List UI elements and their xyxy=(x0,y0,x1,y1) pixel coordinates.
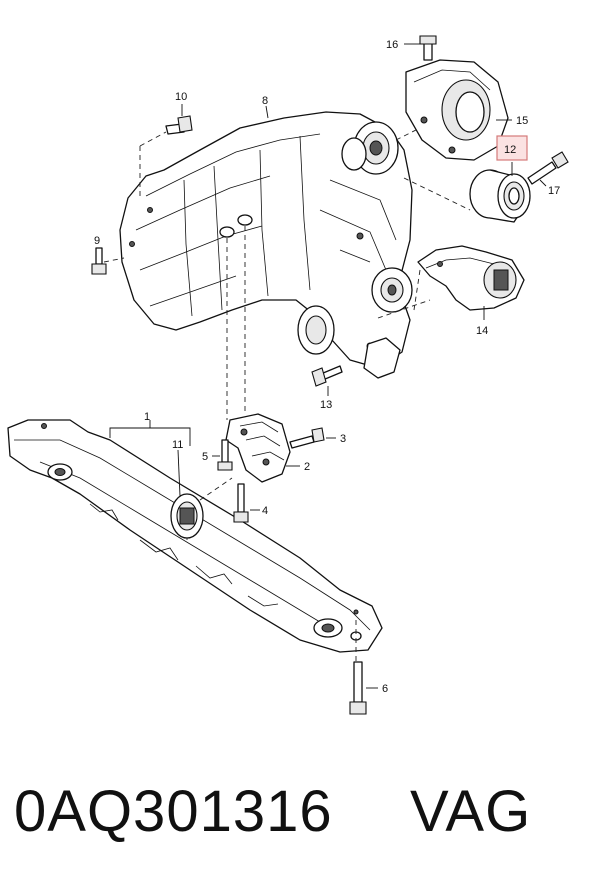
bolt-16 xyxy=(419,35,437,61)
front-cover xyxy=(404,35,512,161)
callout-10: 10 xyxy=(175,91,187,103)
bolt-3 xyxy=(289,427,336,449)
callout-15: 15 xyxy=(516,115,528,127)
callout-12: 12 xyxy=(504,144,516,156)
exploded-parts-diagram: 1 2 3 4 5 6 8 9 10 11 12 13 14 15 16 17 xyxy=(7,35,569,715)
bolt-17 xyxy=(527,151,569,187)
transfer-case xyxy=(119,105,413,379)
rear-mount-bracket xyxy=(417,245,525,320)
bolt-9 xyxy=(91,247,107,275)
part-number: 0AQ301316 xyxy=(14,779,333,844)
callout-1: 1 xyxy=(144,411,150,423)
bolt-5 xyxy=(212,439,233,471)
callout-13: 13 xyxy=(320,399,332,411)
callout-9: 9 xyxy=(94,235,100,247)
crossmember xyxy=(7,419,383,653)
callout-11: 11 xyxy=(172,439,183,451)
callout-2: 2 xyxy=(304,461,310,473)
callout-8: 8 xyxy=(262,95,268,107)
callout-17: 17 xyxy=(548,185,560,197)
mount-bracket xyxy=(225,413,300,483)
callout-6: 6 xyxy=(382,683,388,695)
highlight-box xyxy=(496,135,528,161)
callout-16: 16 xyxy=(386,39,398,51)
brand-name: VAG xyxy=(410,779,532,844)
callout-5: 5 xyxy=(202,451,208,463)
caption-bar: 0AQ301316 VAG xyxy=(0,762,600,862)
callout-labels: 1 2 3 4 5 6 8 9 10 11 12 13 14 15 16 17 xyxy=(94,39,560,695)
bolt-10 xyxy=(165,104,193,135)
bolt-13 xyxy=(311,365,343,396)
callout-3: 3 xyxy=(340,433,346,445)
bolt-4 xyxy=(233,483,260,523)
assembly-guide-lines xyxy=(103,127,471,662)
mount-bush xyxy=(170,449,204,539)
callout-14: 14 xyxy=(476,325,488,337)
shaft-seal xyxy=(469,162,531,223)
bolt-6 xyxy=(349,661,378,715)
callout-4: 4 xyxy=(262,505,268,517)
